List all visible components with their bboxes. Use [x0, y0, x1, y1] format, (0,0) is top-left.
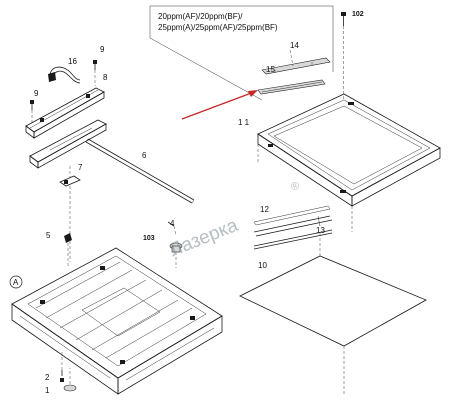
part-15-bar	[257, 79, 326, 95]
part-7-holder	[29, 119, 107, 178]
callout-9-left: 9	[34, 89, 39, 98]
callout-14: 14	[290, 41, 299, 50]
screw-9-left	[30, 100, 34, 124]
callout-16: 16	[68, 57, 77, 66]
part-14-bar	[261, 49, 331, 75]
callout-4: 4	[170, 219, 175, 228]
note-line-1: 20ppm(AF)/20ppm(BF)/	[158, 12, 243, 21]
part-13-strip	[253, 215, 333, 250]
callout-15: 15	[266, 65, 275, 74]
note-line-2: 25ppm(A)/25ppm(AF)/25ppm(BF)	[158, 23, 278, 32]
note-frame	[149, 5, 334, 101]
part-4-gear	[169, 242, 183, 268]
part-2-screw	[60, 370, 64, 382]
part-16-cable	[48, 66, 81, 84]
callout-2: 2	[45, 373, 50, 382]
part-8-carriage	[25, 87, 105, 139]
callout-12: 12	[260, 205, 269, 214]
callout-7: 7	[78, 163, 83, 172]
callout-A-circle	[9, 275, 23, 289]
screw-103	[167, 221, 177, 237]
red-arrow	[181, 90, 258, 120]
part-A-base	[11, 247, 223, 395]
part-6-shaft	[85, 138, 195, 204]
part-1-foot	[63, 368, 77, 392]
watermark: Лазерка ®	[167, 179, 302, 262]
callout-6: 6	[142, 151, 147, 160]
screw-102	[341, 12, 346, 100]
watermark-registered: ®	[289, 179, 301, 193]
part-10-glass-sheet	[239, 232, 427, 396]
callout-1: 1	[45, 386, 50, 395]
part-11-glass-frame	[257, 93, 441, 232]
screw-9-upper	[93, 60, 97, 86]
callout-A: A	[13, 278, 19, 287]
part-5-clip	[64, 233, 72, 268]
part-7-bracket	[59, 175, 81, 262]
callout-9-upper: 9	[100, 45, 105, 54]
watermark-text: Лазерка	[167, 215, 242, 262]
callout-10: 10	[258, 261, 267, 270]
callout-8: 8	[103, 73, 108, 82]
callout-13: 13	[316, 226, 325, 235]
callout-11: 1 1	[238, 118, 250, 127]
callout-5: 5	[46, 231, 51, 240]
callout-103: 103	[143, 235, 155, 242]
callout-102: 102	[352, 11, 364, 18]
